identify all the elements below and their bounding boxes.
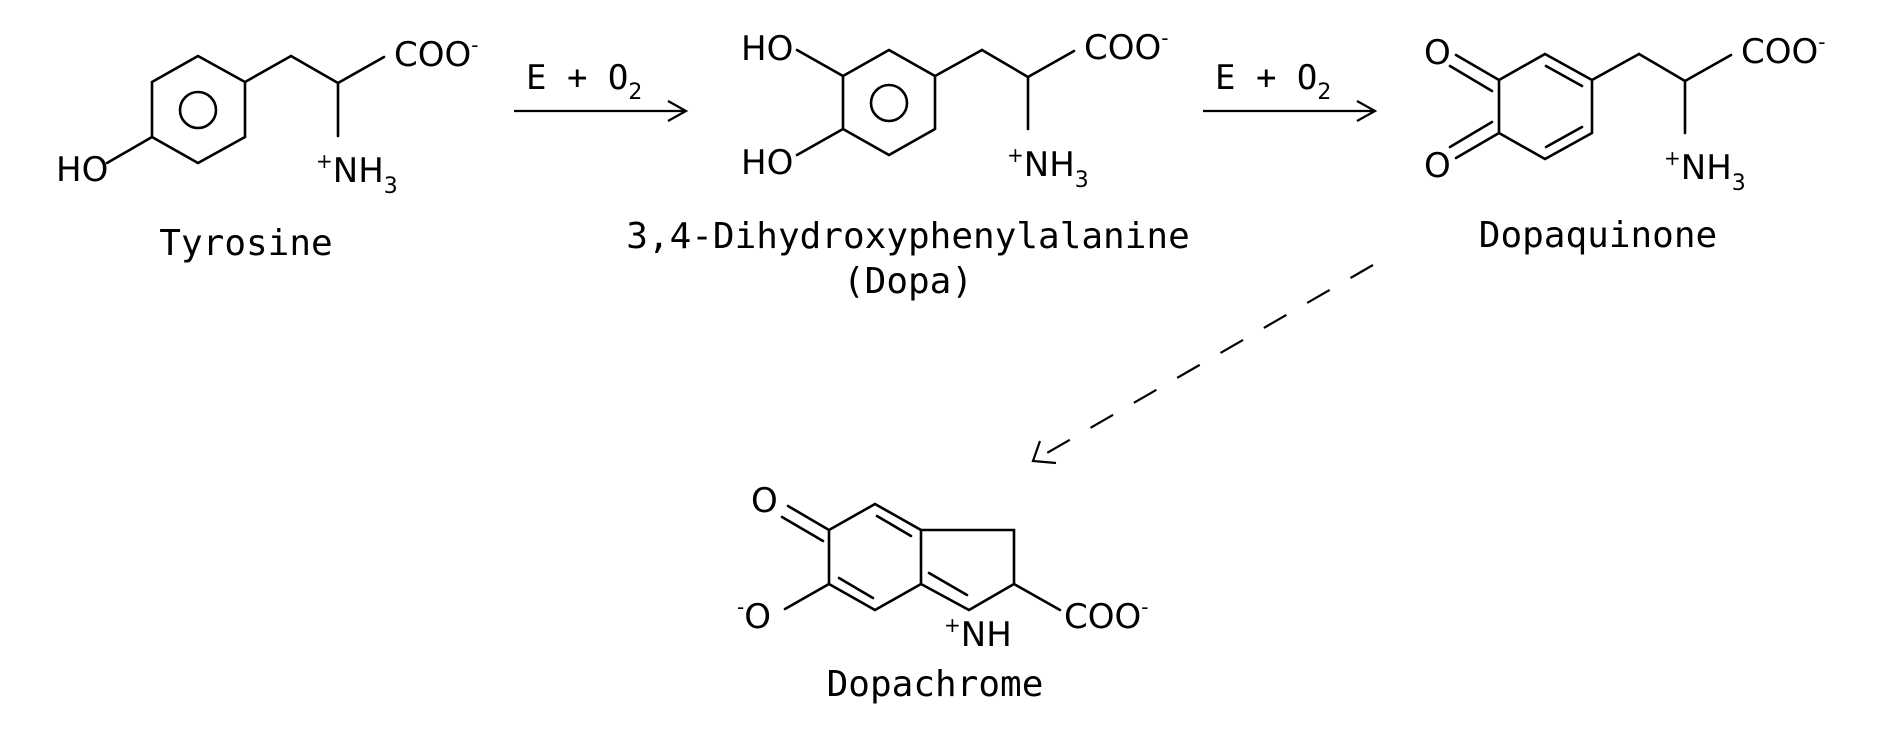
- dopachrome-ominus-bond: [783, 582, 831, 611]
- dopaquinone-co2-bond-b: [1448, 120, 1494, 149]
- tyrosine-ho-label: HO: [56, 150, 108, 190]
- dopachrome-structure: O -O +NH COO- Dopachrome: [737, 481, 1148, 705]
- dopa-ho1-bond: [795, 48, 845, 78]
- dopachrome-coo-label: COO-: [1064, 595, 1148, 637]
- arrow-3-dashed-shaft: [1032, 264, 1374, 462]
- dopaquinone-co2-bond-a: [1454, 131, 1501, 160]
- dopa-ho2-bond: [795, 127, 845, 157]
- dopaquinone-coo-label: COO-: [1741, 30, 1825, 72]
- reagent-2: E + O2: [1215, 58, 1331, 105]
- dopa-ho1-label: HO: [741, 29, 793, 69]
- tyrosine-structure: HO COO- +NH3 Tyrosine: [56, 33, 478, 264]
- dopaquinone-structure: O O COO- +NH3 Dopaquinone: [1424, 30, 1825, 256]
- dopachrome-coo-bond: [1012, 582, 1062, 612]
- tyrosine-aromatic-circle: [178, 90, 218, 130]
- tyrosine-nh3-label: +NH3: [316, 149, 398, 199]
- dopaquinone-ch2-bond: [1590, 52, 1641, 82]
- dopachrome-co-bond-b: [780, 515, 825, 543]
- dopaquinone-o2-label: O: [1424, 146, 1451, 186]
- dopaquinone-ca-bond: [1637, 52, 1687, 83]
- arrow-3-head: [1031, 440, 1057, 465]
- tyrosine-ho-bond: [105, 135, 154, 165]
- tyrosine-ca-bond: [289, 54, 340, 85]
- dopa-nh3-label: +NH3: [1007, 143, 1089, 193]
- dopa-coo-bond: [1026, 49, 1076, 79]
- tyrosine-coo-bond: [336, 55, 386, 85]
- dopaquinone-double-bond-top: [1544, 64, 1584, 88]
- tyrosine-name: Tyrosine: [159, 223, 332, 264]
- dopachrome-ominus-label: -O: [737, 595, 771, 637]
- arrow-2-head: [1356, 100, 1378, 122]
- tyrosine-ch2-bond: [243, 54, 293, 84]
- dopachrome-double-bond-cn: [927, 571, 969, 597]
- dopachrome-co-bond-a: [786, 504, 831, 532]
- dopa-ch2-bond: [933, 48, 984, 78]
- dopa-coo-label: COO-: [1084, 26, 1168, 68]
- dopaquinone-co1-bond-b: [1448, 64, 1494, 93]
- tyrosine-coo-label: COO-: [394, 33, 478, 75]
- dopachrome-double-bond-bottom: [837, 576, 875, 600]
- dopa-aromatic-circle: [869, 83, 909, 123]
- dopa-ca-bond: [980, 48, 1030, 79]
- dopachrome-double-bond-top: [875, 514, 913, 538]
- arrow-step-2: E + O2: [1203, 58, 1378, 122]
- dopa-structure: HO HO COO- +NH3 3,4-Dihydroxyphenylalani…: [626, 26, 1190, 302]
- dopaquinone-co1-bond-a: [1454, 53, 1501, 82]
- tyrosine-ring: [150, 54, 247, 165]
- dopa-name: 3,4-Dihydroxyphenylalanine: [626, 216, 1190, 257]
- arrow-1-head: [667, 100, 689, 122]
- dopachrome-nh-label: +NH: [944, 613, 1012, 655]
- dopaquinone-nh3-label: +NH3: [1664, 146, 1746, 196]
- dopa-abbrev: (Dopa): [843, 261, 973, 302]
- dopa-ho2-label: HO: [741, 143, 793, 183]
- dopaquinone-double-bond-bottom: [1544, 125, 1584, 149]
- arrow-step-1: E + O2: [514, 58, 689, 122]
- reagent-1: E + O2: [526, 58, 642, 105]
- dopa-ring: [841, 48, 937, 157]
- dopachrome-name: Dopachrome: [827, 664, 1044, 705]
- dopachrome-o-keto-label: O: [751, 481, 778, 521]
- dopaquinone-name: Dopaquinone: [1479, 215, 1717, 256]
- dopachrome-five-ring: [919, 528, 1016, 612]
- dopachrome-six-ring: [827, 502, 923, 612]
- dopaquinone-coo-bond: [1683, 53, 1733, 83]
- arrow-step-3: [1031, 264, 1374, 465]
- dopaquinone-ring: [1497, 52, 1594, 161]
- dopaquinone-o1-label: O: [1424, 33, 1451, 73]
